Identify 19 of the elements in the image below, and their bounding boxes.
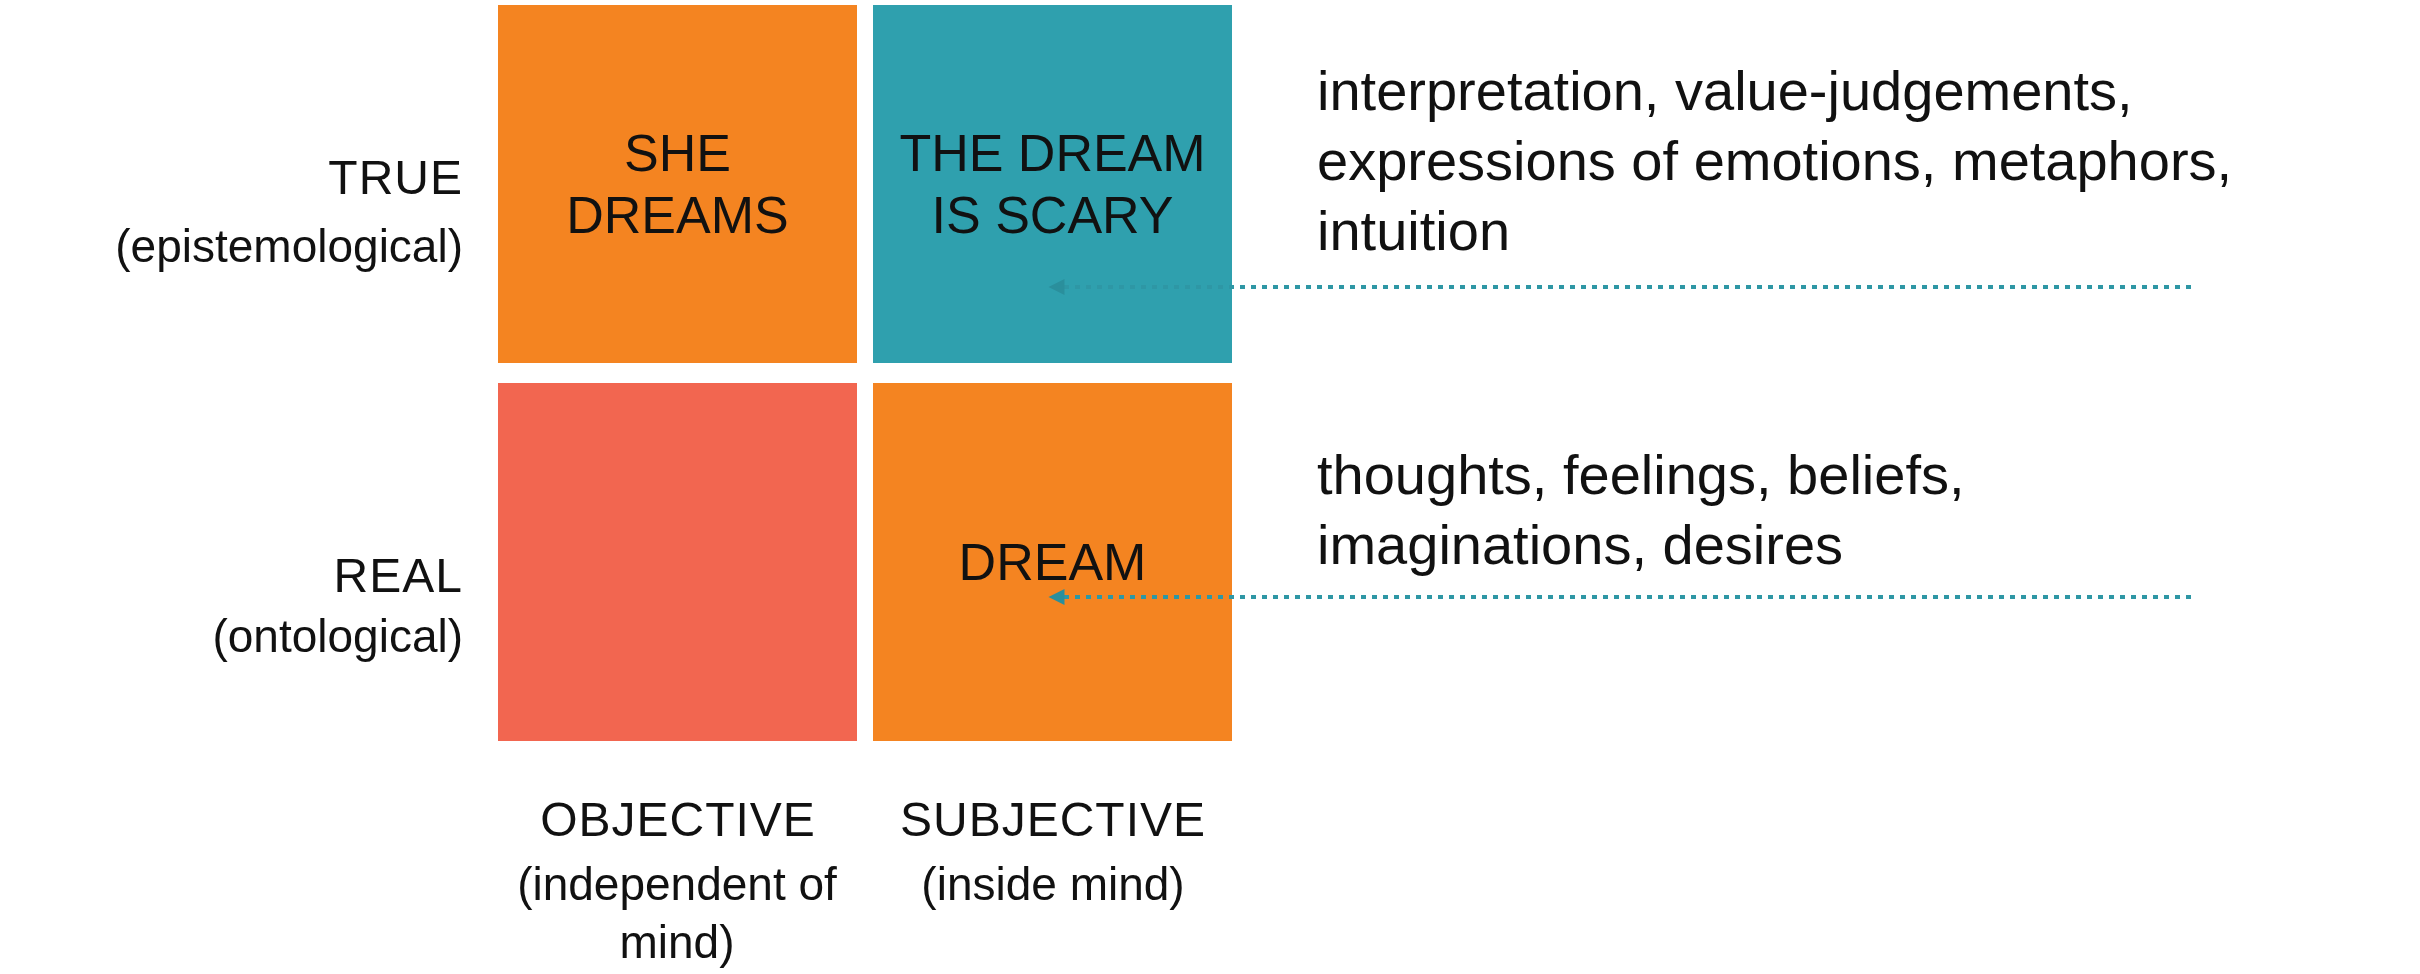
axis-heading: OBJECTIVE xyxy=(539,792,817,848)
tile-label: THE DREAM IS SCARY xyxy=(898,122,1207,246)
example-list: thoughts, feelings, beliefs, imaginations, desires xyxy=(1317,440,2117,580)
axis-subheading: (inside mind) xyxy=(920,857,1186,912)
axis-heading: TRUE xyxy=(327,150,463,206)
square-tile xyxy=(498,5,857,363)
empty-box xyxy=(498,383,857,741)
tile-label: DREAM xyxy=(958,531,1147,593)
axis-heading: SUBJECTIVE xyxy=(898,792,1208,848)
square-tile xyxy=(873,383,1232,741)
dotted-arrow xyxy=(1048,589,2191,605)
dotted-arrow xyxy=(1048,279,2191,295)
tile-label: SHE DREAMS xyxy=(565,122,790,246)
axis-heading: REAL xyxy=(332,548,463,604)
axis-subheading: (independent of mind) xyxy=(517,857,837,970)
axis-subheading: (ontological) xyxy=(211,609,463,664)
square-tile xyxy=(873,5,1232,363)
example-list: interpretation, value-judgements, expressions of emotions, metaphors, intuition xyxy=(1317,56,2407,266)
axis-subheading: (epistemological) xyxy=(114,219,463,274)
